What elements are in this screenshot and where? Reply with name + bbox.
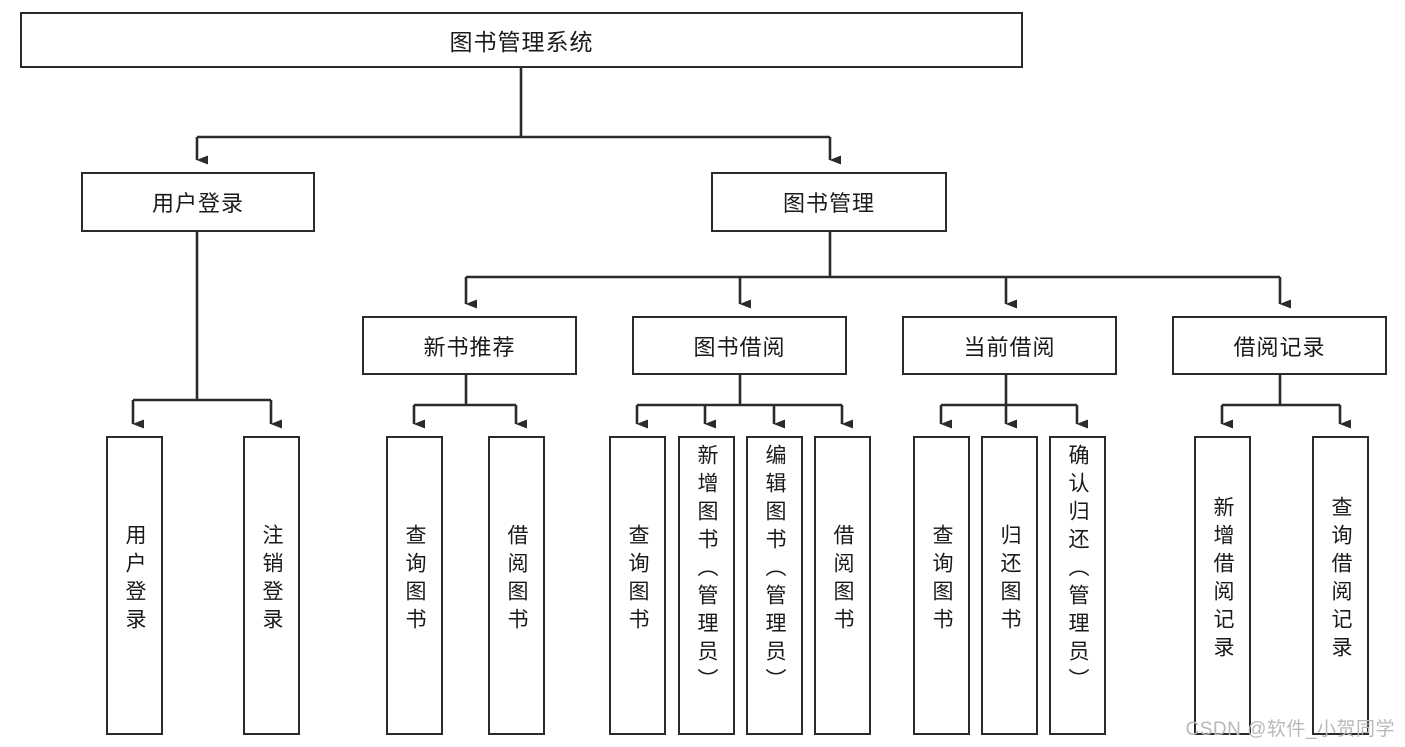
node-label: 确认归还（管理员） <box>1066 444 1089 696</box>
leaf-return-book[interactable]: 归还图书 <box>981 436 1038 735</box>
node-current-borrow[interactable]: 当前借阅 <box>902 316 1117 375</box>
node-label: 新增借阅记录 <box>1211 496 1234 664</box>
leaf-borrow-book-2[interactable]: 借阅图书 <box>814 436 871 735</box>
leaf-query-record[interactable]: 查询借阅记录 <box>1312 436 1369 735</box>
leaf-query-book-3[interactable]: 查询图书 <box>913 436 970 735</box>
node-label: 图书管理 <box>782 191 875 216</box>
node-label: 查询图书 <box>626 524 649 636</box>
leaf-add-book[interactable]: 新增图书（管理员） <box>678 436 735 735</box>
leaf-query-book-2[interactable]: 查询图书 <box>609 436 666 735</box>
node-new-book-rec[interactable]: 新书推荐 <box>362 316 577 375</box>
node-label: 查询借阅记录 <box>1329 496 1352 664</box>
node-borrow-record[interactable]: 借阅记录 <box>1172 316 1387 375</box>
leaf-logout[interactable]: 注销登录 <box>243 436 300 735</box>
node-label: 用户登录 <box>123 524 146 636</box>
node-label: 新增图书（管理员） <box>695 444 718 696</box>
csdn-watermark: CSDN @软件_小贺同学 <box>1185 719 1395 740</box>
node-label: 归还图书 <box>998 524 1021 636</box>
node-user-login[interactable]: 用户登录 <box>81 172 315 232</box>
node-label: 图书管理系统 <box>449 29 594 55</box>
node-label: 查询图书 <box>930 524 953 636</box>
leaf-borrow-book-1[interactable]: 借阅图书 <box>488 436 545 735</box>
node-book-borrow[interactable]: 图书借阅 <box>632 316 847 375</box>
leaf-edit-book[interactable]: 编辑图书（管理员） <box>746 436 803 735</box>
leaf-query-book-1[interactable]: 查询图书 <box>386 436 443 735</box>
node-label: 借阅记录 <box>1233 334 1326 360</box>
node-root-system[interactable]: 图书管理系统 <box>20 12 1023 68</box>
node-label: 用户登录 <box>151 191 244 216</box>
node-book-manage[interactable]: 图书管理 <box>711 172 947 232</box>
node-label: 借阅图书 <box>831 524 854 636</box>
node-label: 当前借阅 <box>963 334 1056 360</box>
node-label: 借阅图书 <box>505 524 528 636</box>
node-label: 查询图书 <box>403 524 426 636</box>
node-label: 注销登录 <box>260 524 283 636</box>
leaf-user-login[interactable]: 用户登录 <box>106 436 163 735</box>
leaf-add-record[interactable]: 新增借阅记录 <box>1194 436 1251 735</box>
node-label: 新书推荐 <box>423 334 516 360</box>
node-label: 编辑图书（管理员） <box>763 444 786 696</box>
node-label: 图书借阅 <box>693 334 786 360</box>
leaf-confirm-return[interactable]: 确认归还（管理员） <box>1049 436 1106 735</box>
